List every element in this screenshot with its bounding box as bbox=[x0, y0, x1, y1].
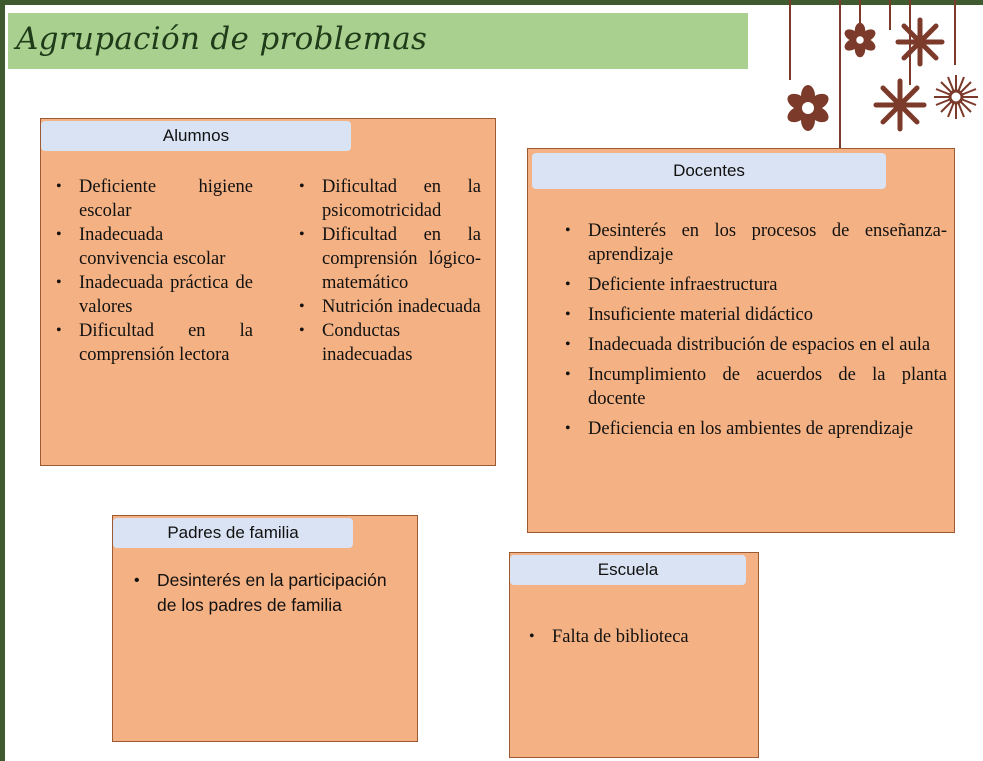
list-item: Dificultad en la psicomotricidad bbox=[296, 175, 481, 223]
list-item: Inadecuada práctica de valores bbox=[53, 271, 253, 319]
flower-5 bbox=[934, 75, 978, 119]
padres-header: Padres de familia bbox=[113, 518, 353, 548]
docentes-box: Docentes Desinterés en los procesos de e… bbox=[527, 148, 955, 533]
list-item: Deficiente infraestructura bbox=[562, 273, 947, 297]
list-item: Falta de biblioteca bbox=[526, 625, 746, 649]
alumnos-header: Alumnos bbox=[41, 121, 351, 151]
list-item: Incumplimiento de acuerdos de la planta … bbox=[562, 363, 947, 411]
list-item: Conductas inadecuadas bbox=[296, 319, 481, 367]
flower-1 bbox=[787, 85, 829, 131]
alumnos-list-col1: Deficiente higiene escolar Inadecuada co… bbox=[53, 175, 253, 367]
left-border bbox=[0, 0, 5, 761]
hanging-flowers-decoration bbox=[787, 0, 978, 204]
list-item: Nutrición inadecuada bbox=[296, 295, 481, 319]
flower-2 bbox=[844, 22, 876, 58]
list-item: Desinterés en los procesos de enseñanza-… bbox=[562, 219, 947, 267]
escuela-box: Escuela Falta de biblioteca bbox=[509, 552, 759, 758]
list-item: Inadecuada convivencia escolar bbox=[53, 223, 253, 271]
escuela-list: Falta de biblioteca bbox=[526, 625, 746, 649]
flower-3 bbox=[895, 17, 945, 67]
padres-list: Desinterés en la participación de los pa… bbox=[131, 568, 401, 618]
list-item: Deficiente higiene escolar bbox=[53, 175, 253, 223]
list-item: Dificultad en la comprensión lógico-mate… bbox=[296, 223, 481, 295]
alumnos-list-col2: Dificultad en la psicomotricidad Dificul… bbox=[296, 175, 481, 367]
list-item: Deficiencia en los ambientes de aprendiz… bbox=[562, 417, 947, 441]
title-bar: Agrupación de problemas bbox=[8, 13, 748, 69]
list-item: Desinterés en la participación de los pa… bbox=[131, 568, 401, 618]
docentes-list: Desinterés en los procesos de enseñanza-… bbox=[562, 219, 947, 441]
list-item: Insuficiente material didáctico bbox=[562, 303, 947, 327]
list-item: Inadecuada distribución de espacios en e… bbox=[562, 333, 947, 357]
alumnos-box: Alumnos Deficiente higiene escolar Inade… bbox=[40, 118, 496, 466]
padres-box: Padres de familia Desinterés en la parti… bbox=[112, 515, 418, 742]
list-item: Dificultad en la comprensión lectora bbox=[53, 319, 253, 367]
top-border bbox=[0, 0, 983, 5]
flower-4 bbox=[873, 78, 927, 132]
escuela-header: Escuela bbox=[510, 555, 746, 585]
page-title: Agrupación de problemas bbox=[16, 21, 428, 57]
docentes-header: Docentes bbox=[532, 153, 886, 189]
